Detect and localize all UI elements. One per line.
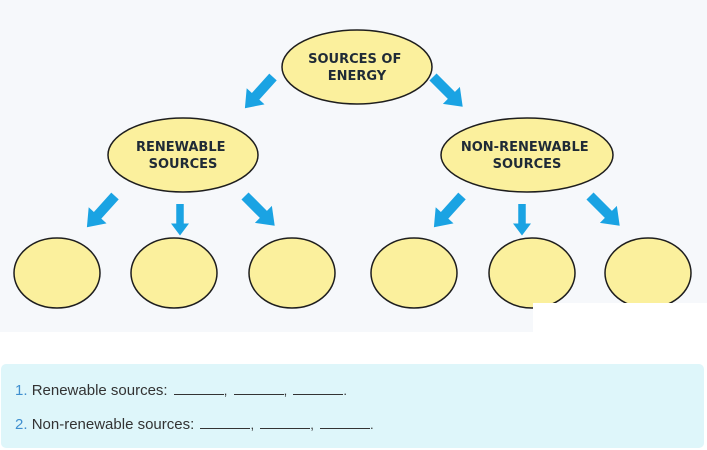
- arrow-non-renewable-2: [513, 204, 531, 236]
- empty-node-renewable-1: [13, 237, 101, 309]
- arrow-non-renewable-3: [581, 187, 629, 235]
- answer-blank[interactable]: [233, 382, 284, 395]
- question-2-label: Non-renewable sources:: [31, 416, 195, 433]
- answer-blank[interactable]: [200, 416, 251, 429]
- empty-node-non-renewable-3: [604, 237, 692, 309]
- arrow-non-renewable-1: [424, 187, 471, 236]
- empty-node-non-renewable-2: [488, 237, 576, 309]
- question-2-number: 2.: [15, 416, 28, 433]
- white-patch: [533, 303, 707, 332]
- answer-blank[interactable]: [293, 382, 344, 395]
- renewable-label: RENEWABLE SOURCES: [136, 140, 230, 172]
- answer-blank[interactable]: [173, 382, 224, 395]
- question-1: 1. Renewable sources: , , .: [15, 382, 347, 399]
- non-renewable-label: NON-RENEWABLE SOURCES: [461, 140, 593, 172]
- question-1-number: 1.: [15, 382, 28, 399]
- answer-blank[interactable]: [320, 416, 371, 429]
- renewable-node: [107, 117, 259, 193]
- empty-node-non-renewable-1: [370, 237, 458, 309]
- arrow-to-renewable: [235, 68, 282, 117]
- answer-blank[interactable]: [260, 416, 311, 429]
- arrow-renewable-1: [77, 187, 124, 236]
- arrow-renewable-2: [171, 204, 189, 236]
- exercise-box: [1, 364, 704, 448]
- arrow-to-non-renewable: [424, 68, 472, 116]
- root-node: [281, 29, 433, 105]
- energy-sources-diagram: SOURCES OF ENERGY RENEWABLE SOURCES NON-…: [13, 29, 707, 332]
- question-2: 2. Non-renewable sources: , , .: [15, 416, 374, 433]
- non-renewable-node: [440, 117, 614, 193]
- root-label: SOURCES OF ENERGY: [308, 52, 406, 84]
- diagram-area: SOURCES OF ENERGY RENEWABLE SOURCES NON-…: [13, 29, 707, 332]
- empty-node-renewable-3: [248, 237, 336, 309]
- empty-node-renewable-2: [130, 237, 218, 309]
- arrow-renewable-3: [236, 187, 284, 235]
- question-1-label: Renewable sources:: [31, 382, 168, 399]
